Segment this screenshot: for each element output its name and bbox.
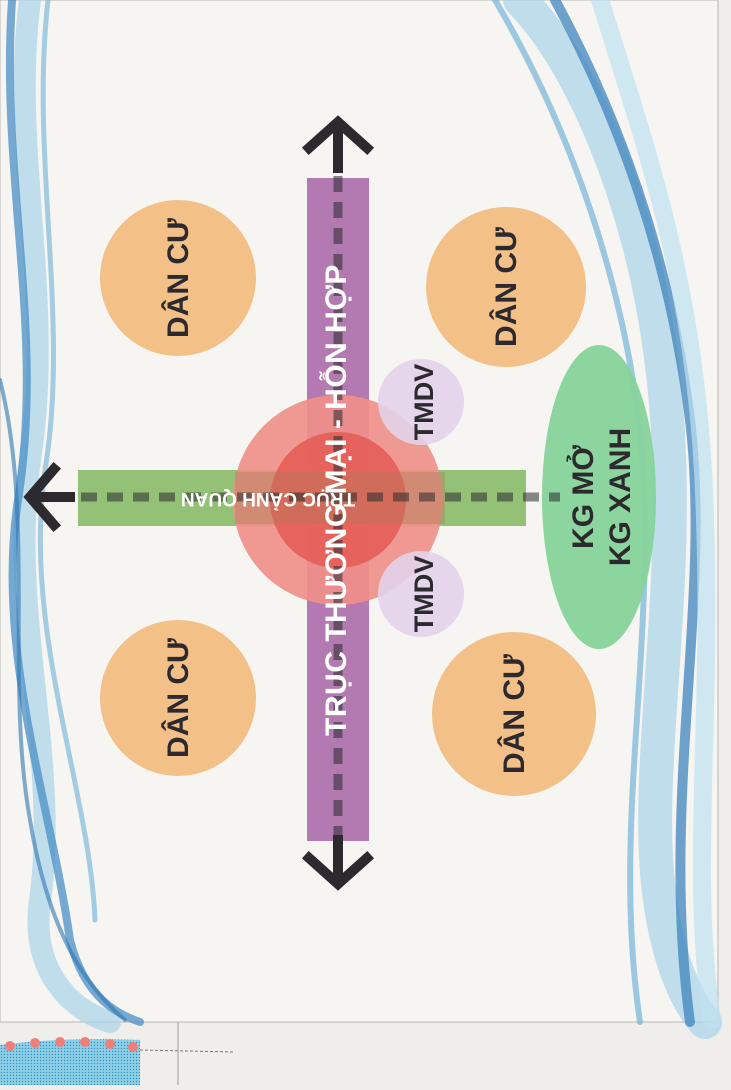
residential-circle-2 [426, 207, 586, 367]
arrow-up-icon [301, 115, 375, 173]
residential-circle-1 [100, 200, 256, 356]
residential-label-1: DÂN CƯ [161, 218, 195, 338]
service-label-1: TMDV [409, 364, 439, 441]
arrow-down-icon [301, 835, 375, 891]
left-wave-decoration [0, 0, 144, 1033]
residential-circle-4 [432, 632, 596, 796]
residential-label-3: DÂN CƯ [161, 638, 195, 758]
open-space-label: KG MỞ [566, 445, 600, 549]
commercial-axis-label: TRỤC THƯƠNG MẠI - HỖN HỢP [319, 264, 353, 736]
residential-circle-3 [100, 620, 256, 776]
service-bubble-1 [378, 359, 464, 445]
service-bubble-2 [378, 551, 464, 637]
green-space-label: KG XANH [604, 428, 637, 566]
open-space-ellipse [542, 345, 656, 649]
arrow-left-icon [23, 461, 75, 533]
bottom-fragment [0, 1022, 236, 1085]
residential-label-4: DÂN CƯ [497, 654, 531, 774]
service-label-2: TMDV [409, 556, 439, 633]
residential-label-2: DÂN CƯ [489, 227, 523, 347]
landscape-axis-label: TRỤC CẢNH QUAN [181, 488, 355, 510]
